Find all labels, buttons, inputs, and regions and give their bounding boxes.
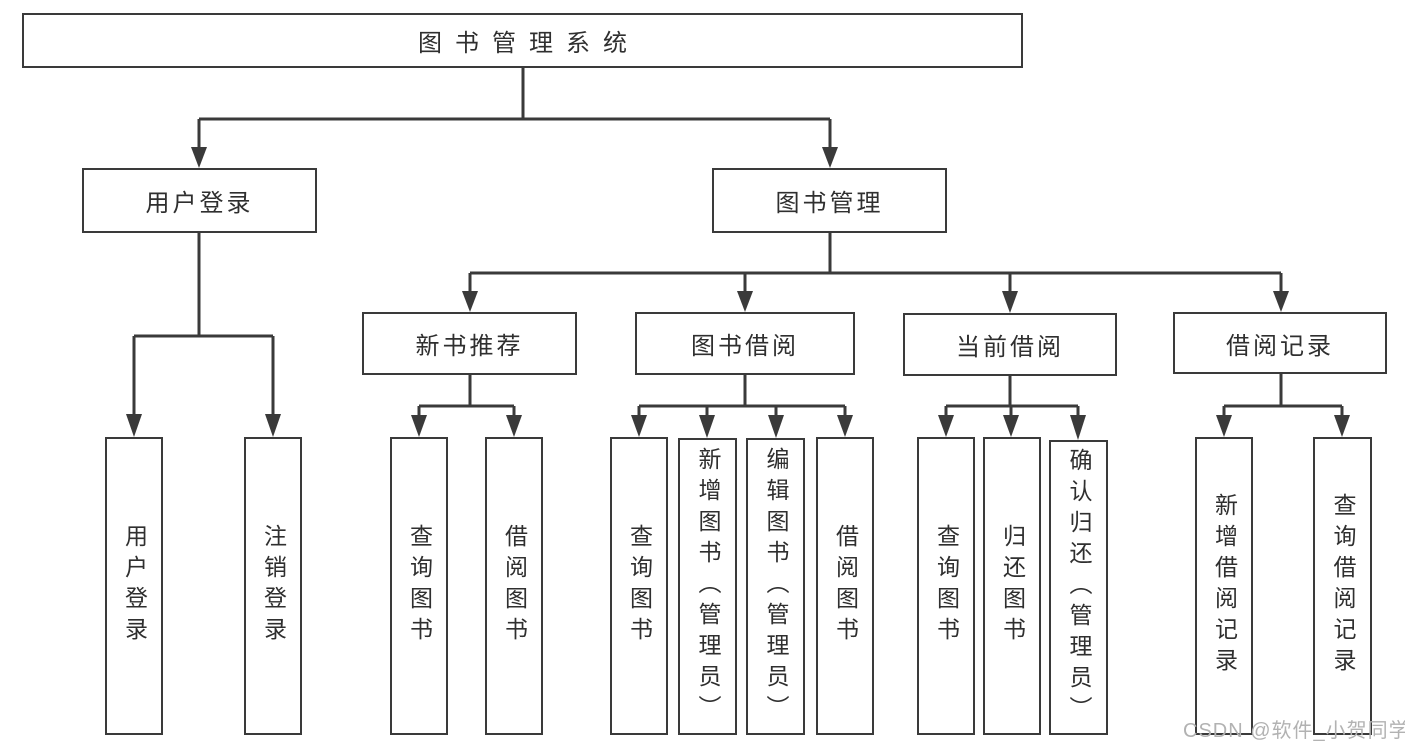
node-book-management: 图书管理: [712, 168, 947, 233]
node-label: 查询图书: [406, 524, 433, 648]
node-new-book-recommend: 新书推荐: [362, 312, 577, 375]
node-label: 借阅记录: [1226, 332, 1334, 360]
node-leaf-query-borrow-record: 查询借阅记录: [1313, 437, 1372, 735]
node-leaf-return-books: 归还图书: [983, 437, 1041, 735]
node-label: 查询图书: [933, 524, 960, 648]
node-label: 借阅图书: [832, 524, 859, 648]
node-label: 归还图书: [999, 524, 1026, 648]
node-book-borrow: 图书借阅: [635, 312, 855, 375]
node-label: 当前借阅: [956, 334, 1064, 361]
node-label: 注销登录: [260, 524, 287, 648]
node-label: 新增图书（管理员）: [695, 447, 721, 726]
node-label: 用户登录: [121, 524, 148, 648]
node-label: 图书管理: [775, 190, 884, 217]
node-label: 查询借阅记录: [1330, 493, 1356, 679]
node-label: 确认归还（管理员）: [1066, 448, 1092, 727]
node-leaf-add-borrow-record: 新增借阅记录: [1195, 437, 1253, 735]
node-label: 图书借阅: [691, 333, 799, 360]
node-leaf-borrow-books-2: 借阅图书: [816, 437, 874, 735]
node-leaf-query-books-1: 查询图书: [390, 437, 448, 735]
node-leaf-query-books-2: 查询图书: [610, 437, 668, 735]
node-label: 图书管理系统: [418, 30, 640, 57]
connector-borrow-records-children: [1216, 374, 1350, 437]
connector-new-book-recommend-children: [411, 375, 522, 437]
connector-book-borrow-children: [631, 375, 853, 438]
node-leaf-confirm-return-admin: 确认归还（管理员）: [1049, 440, 1108, 735]
node-leaf-add-books-admin: 新增图书（管理员）: [678, 438, 737, 735]
connector-book-management-children: [462, 233, 1289, 313]
node-label: 新增借阅记录: [1211, 493, 1238, 679]
node-user-login: 用户登录: [82, 168, 317, 233]
connector-root-to-level2: [191, 68, 838, 168]
node-borrow-records: 借阅记录: [1173, 312, 1387, 374]
node-leaf-logout: 注销登录: [244, 437, 302, 735]
connector-current-borrow-children: [938, 376, 1086, 440]
node-library-management-system: 图书管理系统: [22, 13, 1023, 68]
node-current-borrow: 当前借阅: [903, 313, 1117, 376]
node-label: 新书推荐: [415, 333, 524, 360]
csdn-watermark: CSDN @软件_小贺同学: [1183, 720, 1405, 742]
node-leaf-query-books-3: 查询图书: [917, 437, 975, 735]
connector-user-login-children: [126, 233, 281, 437]
node-label: 编辑图书（管理员）: [763, 447, 789, 726]
node-leaf-borrow-books-1: 借阅图书: [485, 437, 543, 735]
node-leaf-user-login: 用户登录: [105, 437, 163, 735]
node-label: 用户登录: [145, 190, 254, 217]
node-label: 查询图书: [626, 524, 653, 648]
node-label: 借阅图书: [501, 524, 528, 648]
node-leaf-edit-books-admin: 编辑图书（管理员）: [746, 438, 805, 735]
